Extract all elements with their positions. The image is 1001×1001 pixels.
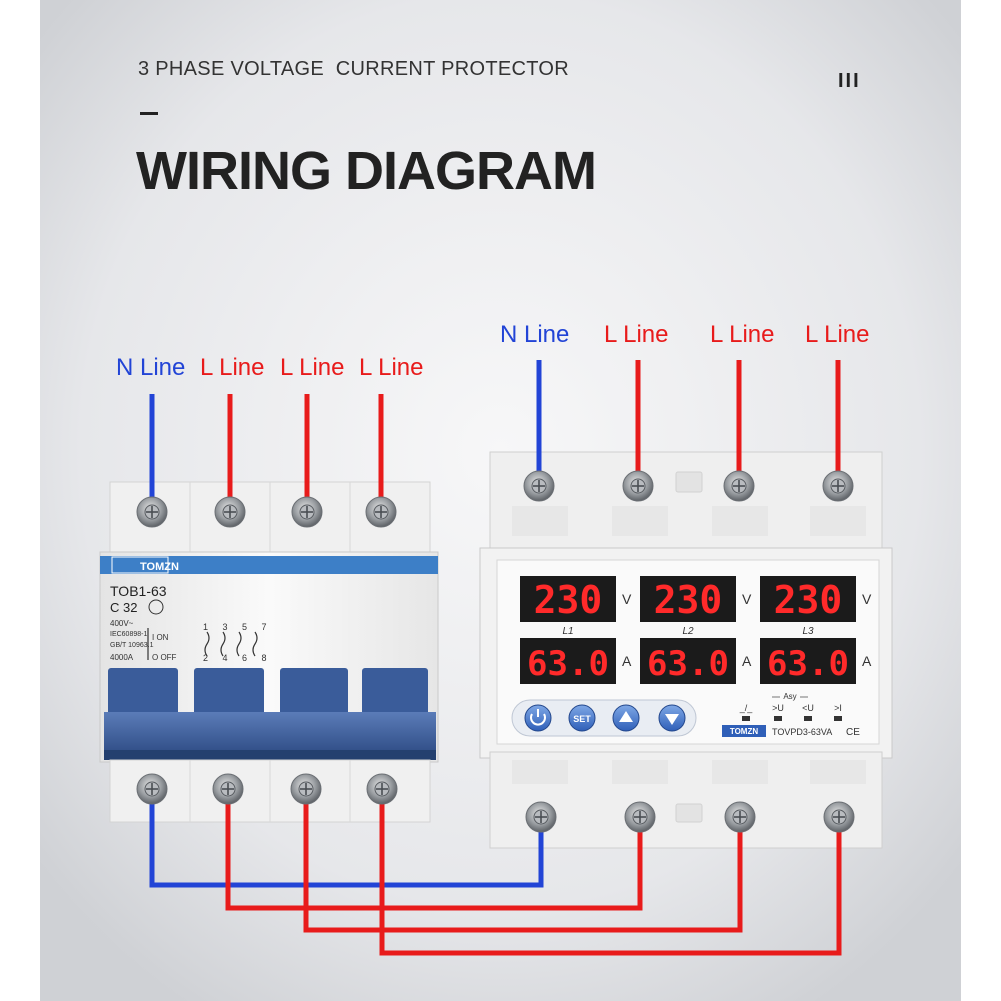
indicator-switch-label: _/_ — [739, 703, 754, 713]
protector-bottom-screw-n-icon — [525, 801, 557, 833]
breaker-off-label: O OFF — [152, 653, 177, 662]
breaker-on-label: I ON — [152, 633, 169, 642]
voltage-unit-l2: V — [742, 591, 752, 607]
indicator-overvoltage-label: >U — [772, 703, 784, 713]
phase-label-l1: L1 — [562, 626, 573, 637]
protector-model: TOVPD3-63VA — [772, 727, 832, 737]
breaker-top-screw-l2-icon — [291, 496, 323, 528]
page-subtitle: 3 PHASE VOLTAGE CURRENT PROTECTOR — [138, 58, 570, 80]
up-arrow-icon — [619, 711, 633, 722]
current-readout-l2: 63.0 — [647, 644, 729, 684]
terminal-screws — [136, 470, 855, 833]
protector-l2-label: L Line — [710, 321, 775, 348]
circuit-breaker — [99, 481, 439, 823]
voltage-readout-l2: 230 — [654, 578, 723, 622]
title-dash — [140, 112, 158, 115]
neutral-link-wire — [149, 789, 544, 888]
set-button-label: SET — [573, 714, 591, 724]
indicator-undervoltage-label: <U — [802, 703, 814, 713]
down-button[interactable] — [658, 704, 686, 732]
current-display-l3 — [760, 638, 856, 684]
protector-l1-label: L Line — [604, 321, 669, 348]
breaker-pole-bottom: 2 4 6 8 — [203, 653, 273, 663]
voltage-unit-l3: V — [862, 591, 872, 607]
breaker-top-screw-n-icon — [136, 496, 168, 528]
up-button[interactable] — [612, 704, 640, 732]
breaker-top-screw-l3-icon — [365, 496, 397, 528]
protector-brand-badge — [722, 725, 766, 737]
l1-link-wire — [225, 789, 643, 911]
indicator-led-overvoltage — [774, 716, 782, 721]
breaker-bottom-screw-l2-icon — [290, 773, 322, 805]
indicator-led-switch — [742, 716, 750, 721]
breaker-pole-top: 1 3 5 7 — [203, 622, 273, 632]
protector-top-screw-l1-icon — [622, 470, 654, 502]
indicator-led-overcurrent — [834, 716, 842, 721]
current-readout-l1: 63.0 — [527, 644, 609, 684]
display-group: 230 230 230 63.0 63.0 63.0 V V V A A A L… — [520, 576, 872, 684]
breaker-neutral-label: N Line — [116, 354, 186, 381]
wires — [149, 360, 842, 956]
breaker-bottom-screw-l1-icon — [212, 773, 244, 805]
breaker-spec-voltage: 400V~ — [110, 619, 134, 628]
voltage-display-l2 — [640, 576, 736, 622]
down-arrow-icon — [665, 714, 679, 725]
set-button[interactable]: SET — [568, 704, 596, 732]
current-readout-l3: 63.0 — [767, 644, 849, 684]
ce-mark: CE — [846, 727, 860, 738]
current-display-l1 — [520, 638, 616, 684]
current-unit-l1: A — [622, 653, 632, 669]
voltage-display-l3 — [760, 576, 856, 622]
voltage-display-l1 — [520, 576, 616, 622]
indicator-overcurrent-label: >I — [834, 703, 842, 713]
indicator-led-undervoltage — [804, 716, 812, 721]
protector-top-screw-n-icon — [523, 470, 555, 502]
l3-link-wire — [379, 789, 842, 956]
phase-label-l2: L2 — [682, 626, 694, 637]
decoration-bars: III — [838, 70, 861, 92]
protector-brand: TOMZN — [730, 727, 759, 736]
protector-neutral-label: N Line — [500, 321, 570, 348]
indicator-group-label: Asy — [783, 692, 796, 701]
protector-bottom-screw-l3-icon — [823, 801, 855, 833]
power-icon — [530, 713, 546, 726]
voltage-readout-l1: 230 — [534, 578, 603, 622]
voltage-unit-l1: V — [622, 591, 632, 607]
breaker-spec-capacity: 4000A — [110, 653, 134, 662]
breaker-l3-label: L Line — [359, 354, 424, 381]
protector-bottom-screw-l1-icon — [624, 801, 656, 833]
ccc-mark-icon — [148, 599, 164, 615]
phase-label-l3: L3 — [802, 626, 814, 637]
page-title: WIRING DIAGRAM — [136, 141, 597, 201]
protector-top-screw-l2-icon — [723, 470, 755, 502]
breaker-l2-label: L Line — [280, 354, 345, 381]
breaker-model: TOB1-63 — [110, 583, 167, 599]
breaker-spec-iec: IEC60898-1 — [110, 631, 147, 638]
breaker-bottom-screw-l3-icon — [366, 773, 398, 805]
breaker-rating: C 32 — [110, 600, 137, 615]
breaker-spec-gb: GB/T 10963.1 — [110, 642, 154, 649]
l2-link-wire — [303, 789, 743, 933]
button-pad — [511, 699, 697, 737]
current-unit-l2: A — [742, 653, 752, 669]
voltage-readout-l3: 230 — [774, 578, 843, 622]
breaker-bottom-screw-n-icon — [136, 773, 168, 805]
protector-bottom-screw-l2-icon — [724, 801, 756, 833]
protector-top-screw-l3-icon — [822, 470, 854, 502]
power-button[interactable] — [524, 704, 552, 732]
breaker-brand: TOMZN — [140, 561, 179, 573]
breaker-l1-label: L Line — [200, 354, 265, 381]
breaker-top-screw-l1-icon — [214, 496, 246, 528]
protector-l3-label: L Line — [805, 321, 870, 348]
current-display-l2 — [640, 638, 736, 684]
current-unit-l3: A — [862, 653, 872, 669]
